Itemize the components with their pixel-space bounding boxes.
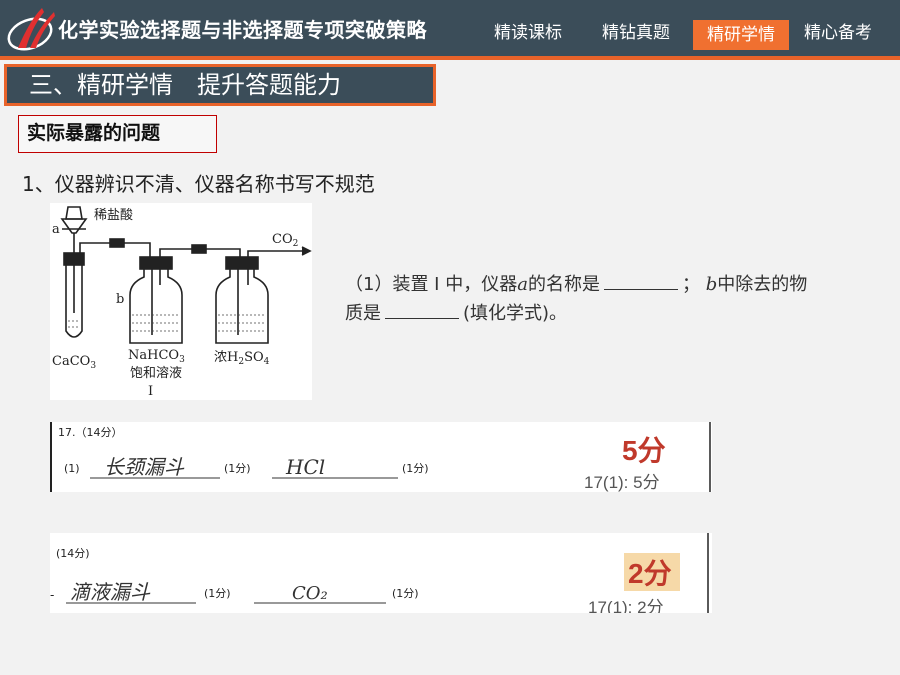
apparatus-drawing: a b 稀盐酸 CO2 CaCO3 NaHCO3 饱和溶液 浓H2SO4 I: [52, 206, 312, 399]
answer-1-score: 5分: [622, 435, 666, 466]
answer-2-text-a: 滴液漏斗: [70, 580, 151, 604]
flask1-label: CaCO3: [52, 354, 96, 371]
nav-tab-exam-questions[interactable]: 精钻真题: [602, 23, 670, 43]
question-text: （1）装置 I 中，仪器a的名称是； b中除去的物质是(填化学式)。: [345, 270, 815, 328]
answer-1-score-detail: 17(1): 5分: [584, 473, 660, 492]
device-label: I: [148, 384, 153, 399]
answer-1-mark1: (1分): [224, 462, 251, 475]
student-answer-2: (14分) (1分) (1分) - 滴液漏斗 CO₂ 2分 17(1): 2分: [50, 533, 712, 617]
nav-tab-student-analysis[interactable]: 精研学情: [693, 20, 789, 50]
issue-point: 1、仪器辨识不清、仪器名称书写不规范: [22, 172, 375, 196]
answer-2-score: 2分: [628, 558, 672, 589]
answer-2-text-b: CO₂: [292, 583, 328, 604]
label-b: b: [116, 292, 124, 307]
acid-label: 稀盐酸: [94, 208, 133, 223]
svg-text:-: -: [50, 588, 54, 602]
header-divider: [0, 56, 900, 60]
flask2-note: 饱和溶液: [130, 366, 182, 381]
flask3-label: 浓H2SO4: [214, 350, 270, 367]
label-a: a: [52, 222, 60, 237]
answer-1-header: 17.（14分）: [58, 426, 123, 439]
flask2-label: NaHCO3: [128, 348, 185, 365]
section-banner: 三、精研学情 提升答题能力: [4, 64, 436, 106]
answer-2-mark1: (1分): [204, 587, 231, 600]
answer-1-text-a: 长颈漏斗: [104, 455, 185, 479]
student-answer-1: 17.（14分） (1) (1分) (1分) 长颈漏斗 HCl 5分 17(1)…: [50, 422, 712, 492]
answer-blank-b: [385, 300, 459, 319]
school-logo-icon: [7, 8, 55, 51]
nav-tab-exam-prep[interactable]: 精心备考: [804, 23, 872, 43]
answer-1-mark2: (1分): [402, 462, 429, 475]
gas-out-label: CO2: [272, 232, 298, 249]
top-bar: 化学实验选择题与非选择题专项突破策略 精读课标 精钻真题 精研学情 精心备考: [0, 0, 900, 56]
answer-blank-a: [603, 271, 678, 290]
answer-2-mark2: (1分): [392, 587, 419, 600]
answer-2-score-detail: 17(1): 2分: [588, 598, 664, 613]
nav-tab-curriculum[interactable]: 精读课标: [494, 23, 562, 43]
answer-2-header: (14分): [56, 547, 90, 560]
answer-1-num: (1): [64, 462, 80, 475]
answer-2-drawing: (14分) (1分) (1分) - 滴液漏斗 CO₂ 2分 17(1): 2分: [50, 533, 709, 617]
course-title: 化学实验选择题与非选择题专项突破策略: [58, 18, 427, 42]
subtitle-box: 实际暴露的问题: [18, 115, 217, 153]
apparatus-diagram: a b 稀盐酸 CO2 CaCO3 NaHCO3 饱和溶液 浓H2SO4 I: [50, 203, 312, 400]
answer-1-drawing: 17.（14分） (1) (1分) (1分) 长颈漏斗 HCl 5分 17(1)…: [50, 422, 711, 492]
answer-1-text-b: HCl: [285, 455, 325, 479]
